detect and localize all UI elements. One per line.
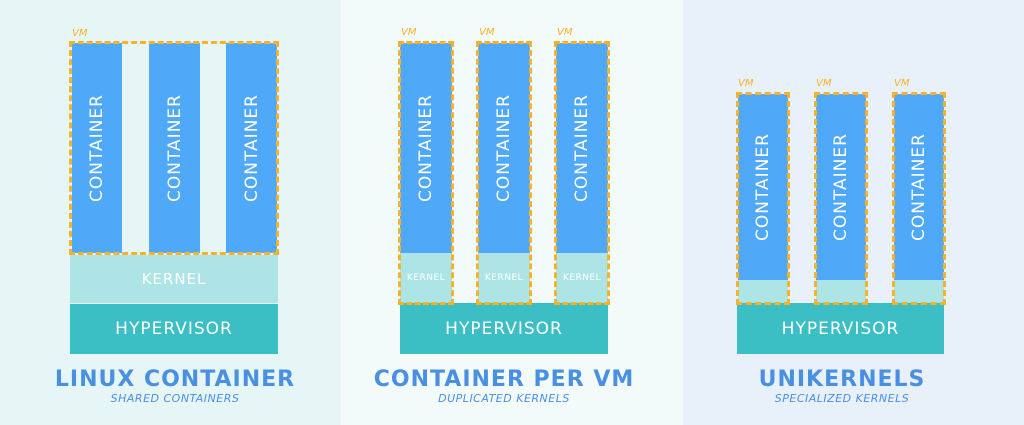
container-block: CONTAINER: [816, 94, 866, 280]
vm-boundary: [476, 41, 532, 305]
panel-subtitle: SHARED CONTAINERS: [110, 392, 240, 405]
kernel-layer: KERNEL: [400, 253, 452, 303]
vm-boundary: [554, 41, 610, 305]
vm-label: VM: [401, 27, 417, 38]
panel-subtitle: SPECIALIZED KERNELS: [774, 392, 910, 405]
vm-label: VM: [894, 78, 910, 89]
panel-title: CONTAINER PER VM: [373, 367, 635, 392]
container-block: CONTAINER: [738, 94, 788, 280]
panel-title: UNIKERNELS: [758, 367, 926, 392]
panel-unikernels: HYPERVISOR CONTAINER VM CONTAINER VM CON…: [683, 0, 1024, 425]
vm-boundary: [892, 92, 946, 305]
kernel-layer: KERNEL: [70, 255, 278, 303]
vm-boundary: [69, 41, 279, 255]
panel-title: LINUX CONTAINER: [54, 367, 296, 392]
hypervisor-layer: HYPERVISOR: [70, 304, 278, 354]
vm-label: VM: [557, 27, 573, 38]
vm-boundary: [398, 41, 454, 305]
panel-container-per-vm: HYPERVISOR CONTAINER KERNEL VM CONTAINER…: [341, 0, 683, 425]
vm-label: VM: [72, 28, 88, 39]
hypervisor-layer: HYPERVISOR: [400, 303, 608, 354]
hypervisor-layer: HYPERVISOR: [737, 303, 944, 354]
panel-subtitle: DUPLICATED KERNELS: [438, 392, 570, 405]
panel-linux-container: CONTAINER CONTAINER CONTAINER VM KERNEL …: [0, 0, 341, 425]
container-block: CONTAINER: [226, 43, 277, 253]
container-block: CONTAINER: [478, 43, 530, 253]
container-block: CONTAINER: [556, 43, 608, 253]
kernel-layer: [816, 280, 866, 303]
container-block: CONTAINER: [400, 43, 452, 253]
vm-boundary: [736, 92, 790, 305]
kernel-layer: [894, 280, 944, 303]
kernel-layer: KERNEL: [478, 253, 530, 303]
kernel-layer: [738, 280, 788, 303]
vm-label: VM: [816, 78, 832, 89]
container-block: CONTAINER: [149, 43, 200, 253]
container-block: CONTAINER: [894, 94, 944, 280]
vm-label: VM: [479, 27, 495, 38]
kernel-layer: KERNEL: [556, 253, 608, 303]
vm-boundary: [814, 92, 868, 305]
vm-label: VM: [738, 78, 754, 89]
container-block: CONTAINER: [72, 43, 122, 253]
